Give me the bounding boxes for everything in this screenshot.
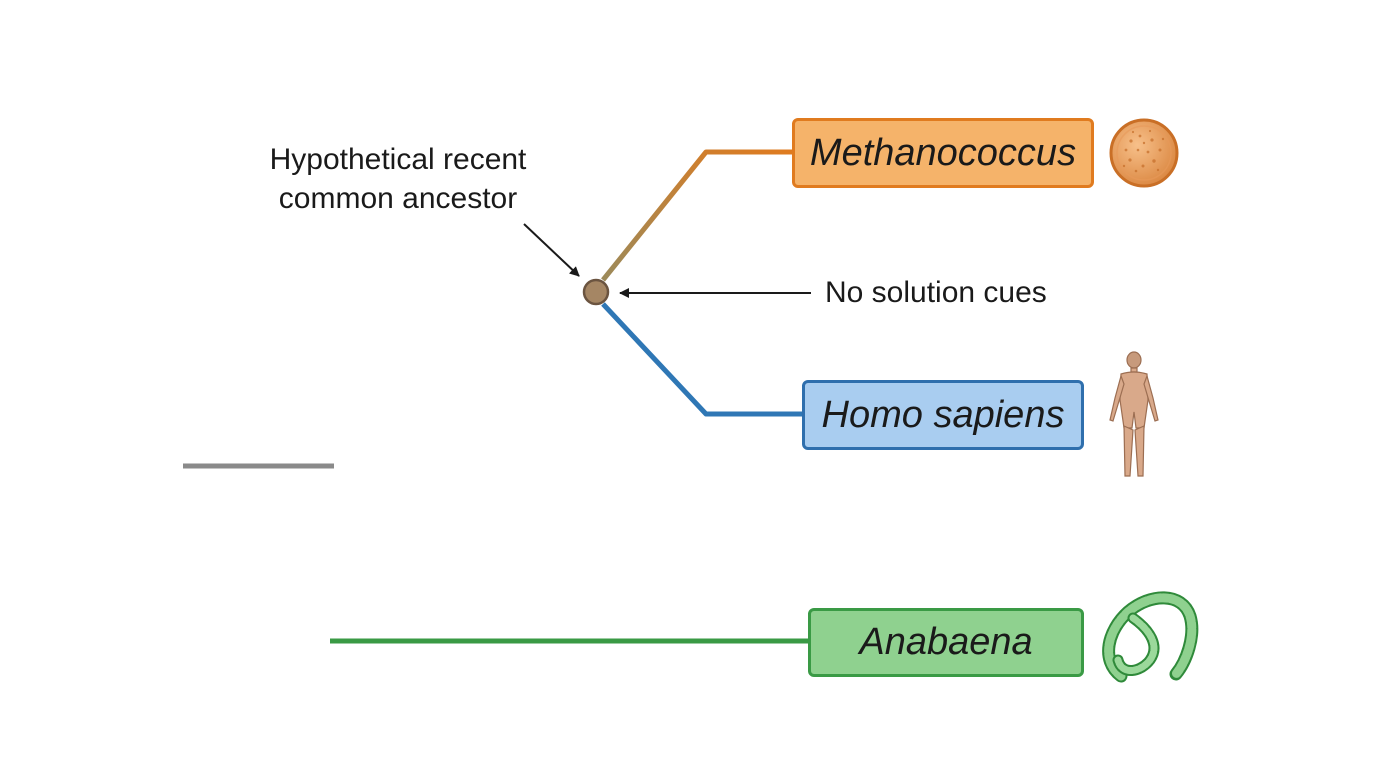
- ancestor-label-arrow: [523, 223, 580, 277]
- human-figure-icon: [1109, 351, 1159, 477]
- ancestor-annotation-line2: common ancestor: [278, 182, 518, 215]
- filament-icon: [1102, 591, 1199, 683]
- ancestor-annotation-line1: Hypothetical recent: [269, 143, 527, 176]
- cell-icon: [1109, 118, 1179, 188]
- taxon-box-anabaena: Anabaena: [808, 608, 1084, 677]
- ancestor-node: [582, 278, 610, 306]
- taxon-box-homo-sapiens: Homo sapiens: [802, 380, 1084, 450]
- methanococcus-branch: [601, 149, 794, 282]
- homo-sapiens-branch: [601, 302, 804, 417]
- node-cue-annotation: No solution cues: [825, 276, 1047, 309]
- taxon-box-methanococcus: Methanococcus: [792, 118, 1094, 188]
- ancestor-annotation: Hypothetical recent common ancestor: [262, 140, 534, 218]
